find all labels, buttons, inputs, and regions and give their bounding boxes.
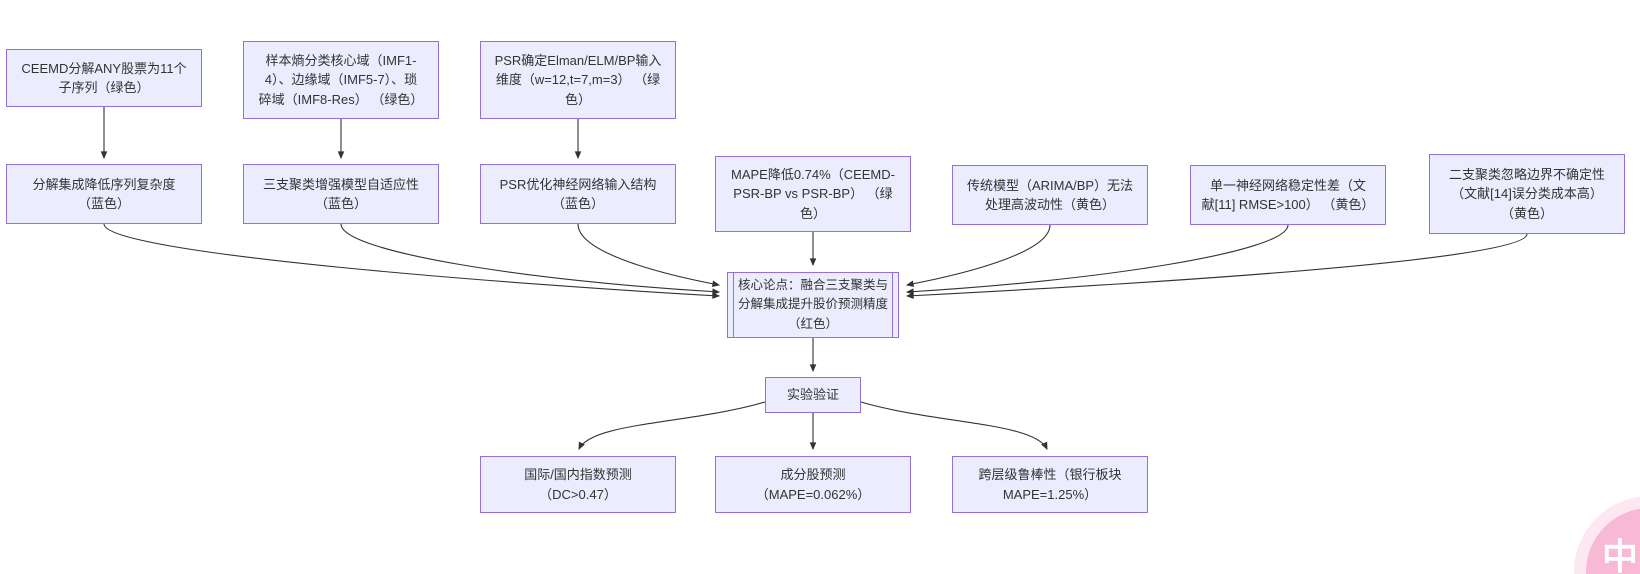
node-mape-improve: MAPE降低0.74%（CEEMD- PSR-BP vs PSR-BP） （绿 … — [715, 156, 911, 232]
node-threeway-adaptive: 三支聚类增强模型自适应性 （蓝色） — [243, 164, 439, 224]
edge-experiment-to-robust — [860, 401, 1048, 450]
node-index-prediction: 国际/国内指数预测 （DC>0.47） — [480, 456, 676, 513]
edge-singlenn-to-core — [905, 224, 1289, 295]
translate-badge-button[interactable]: 中A — [1586, 508, 1640, 574]
edge-traditional-to-core — [905, 224, 1051, 287]
node-twoway-limit: 二支聚类忽略边界不确定性 （文献[14]误分类成本高） （黄色） — [1429, 154, 1625, 234]
edge-threeway-to-core — [340, 223, 721, 295]
node-stock-prediction: 成分股预测 （MAPE=0.062%） — [715, 456, 911, 513]
node-robustness: 跨层级鲁棒性（银行板块 MAPE=1.25%） — [952, 456, 1148, 513]
node-core-thesis: 核心论点：融合三支聚类与 分解集成提升股价预测精度 （红色） — [727, 272, 899, 338]
node-decompose-complexity: 分解集成降低序列复杂度 （蓝色） — [6, 164, 202, 224]
edge-psropt-to-core — [577, 223, 721, 287]
edge-experiment-to-index — [578, 401, 766, 450]
node-single-nn-unstable: 单一神经网络稳定性差（文 献[11] RMSE>100） （黄色） — [1190, 165, 1386, 225]
translate-icon: 中A — [1602, 536, 1640, 574]
node-experiment-validation: 实验验证 — [765, 377, 861, 413]
node-ceemd-decompose: CEEMD分解ANY股票为11个 子序列（绿色） — [6, 49, 202, 107]
node-traditional-limit: 传统模型（ARIMA/BP）无法 处理高波动性（黄色） — [952, 165, 1148, 225]
node-psr-dimension: PSR确定Elman/ELM/BP输入 维度（w=12,t=7,m=3） （绿 … — [480, 41, 676, 119]
edge-twoway-to-core — [905, 233, 1528, 299]
node-psr-structure: PSR优化神经网络输入结构 （蓝色） — [480, 164, 676, 224]
edge-decomp-to-core — [103, 223, 721, 299]
node-sample-entropy: 样本熵分类核心域（IMF1- 4）、边缘域（IMF5-7）、琐 碎域（IMF8-… — [243, 41, 439, 119]
